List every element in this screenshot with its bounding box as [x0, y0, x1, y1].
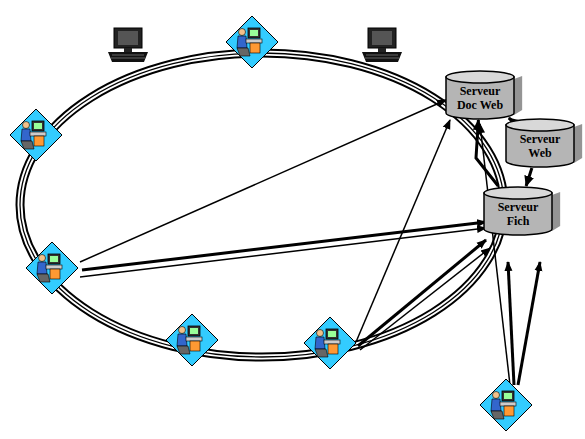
server-label: Serveur Fich — [484, 190, 552, 232]
server-label: Serveur Doc Web — [446, 74, 514, 116]
server-node: Serveur Fich — [484, 186, 552, 236]
server-node: Serveur Web — [506, 118, 574, 168]
server-link-arrow — [476, 120, 498, 186]
server-link-arrow — [526, 168, 532, 186]
server-node: Serveur Doc Web — [446, 70, 514, 120]
server-link-arrow — [509, 118, 512, 120]
server-label: Serveur Web — [506, 122, 574, 164]
